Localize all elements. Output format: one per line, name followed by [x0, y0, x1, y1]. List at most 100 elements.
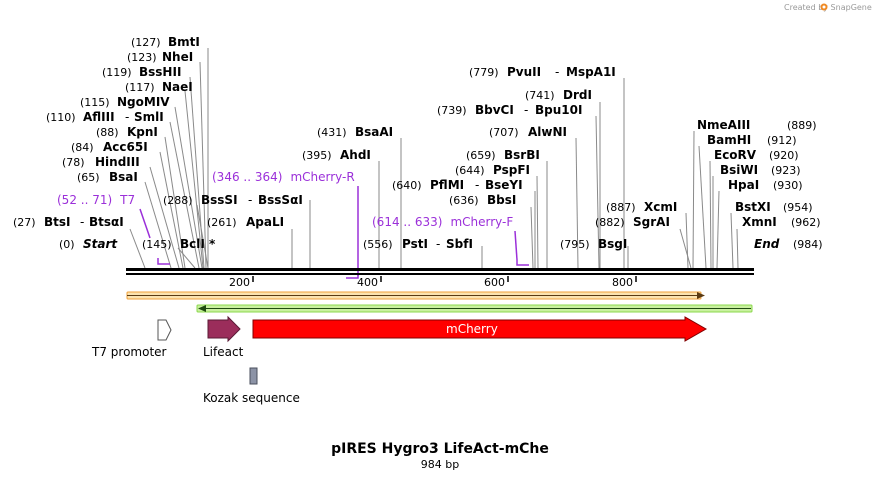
- site-pos: (640): [392, 179, 422, 192]
- site-label: AhdI: [340, 148, 371, 162]
- site-label: ApaLI: [246, 215, 284, 229]
- site-pos: (707): [489, 126, 519, 139]
- site-pos: (145): [142, 238, 172, 251]
- site-label: HindIII: [95, 155, 140, 169]
- site-label: AlwNI: [528, 125, 567, 139]
- credit-text: Created by SnapGene: [784, 3, 872, 12]
- site-label: MspA1I: [566, 65, 616, 79]
- site-pos: (127): [131, 36, 161, 49]
- site-label: BsaI: [109, 170, 138, 184]
- svg-text:-: -: [125, 110, 129, 124]
- svg-text:-: -: [80, 215, 84, 229]
- site-pos: (115): [80, 96, 110, 109]
- mcherry-arrow[interactable]: [252, 316, 708, 342]
- site-pos: (288): [163, 194, 193, 207]
- snapgene-logo-icon: [820, 3, 828, 11]
- site-label: NaeI: [162, 80, 193, 94]
- backbone-bottom-strand: [126, 273, 754, 275]
- start-label: Start: [83, 237, 118, 251]
- start-pos: (0): [59, 238, 75, 251]
- site-label: BtsαI: [89, 215, 124, 229]
- site-pos: (741): [525, 89, 555, 102]
- lifeact-label: Lifeact: [203, 345, 244, 359]
- site-label: PflMI: [430, 178, 464, 192]
- site-label: SgrAI: [633, 215, 670, 229]
- site-label: PvuII: [507, 65, 541, 79]
- site-label: BsrBI: [504, 148, 540, 162]
- mcherry-label: mCherry: [446, 322, 498, 336]
- lifeact-arrow[interactable]: [207, 315, 241, 343]
- svg-text:-: -: [436, 237, 440, 251]
- site-pos: (123): [127, 51, 157, 64]
- svg-text:-: -: [475, 178, 479, 192]
- kozak-label: Kozak sequence: [203, 391, 300, 405]
- site-pos: (962): [791, 216, 821, 229]
- site-label: NgoMIV: [117, 95, 170, 109]
- site-label: AflIII: [83, 110, 115, 124]
- site-pos: (636): [449, 194, 479, 207]
- t7-promoter-arrow[interactable]: [157, 319, 172, 341]
- site-pos: (795): [560, 238, 590, 251]
- site-pos: (65): [77, 171, 100, 184]
- ruler: [252, 276, 637, 282]
- site-label: BmtI: [168, 35, 200, 49]
- site-pos: (882): [595, 216, 625, 229]
- end-label: End: [754, 237, 780, 251]
- site-pos: (889): [787, 119, 817, 132]
- ruler-tick-label: 200: [229, 276, 250, 289]
- site-pos: (923): [771, 164, 801, 177]
- primer-label: (614 .. 633)mCherry-F: [372, 215, 513, 229]
- site-label: BssSI: [201, 193, 238, 207]
- map-title: pIRES Hygro3 LifeAct-mChe: [331, 441, 549, 457]
- backbone-top-strand: [126, 268, 754, 271]
- site-label: BseYI: [485, 178, 523, 192]
- site-lines: [129, 48, 739, 269]
- site-pos: (739): [437, 104, 467, 117]
- site-label: NmeAIII: [697, 118, 750, 132]
- site-pos: (912): [767, 134, 797, 147]
- site-pos: (110): [46, 111, 76, 124]
- site-label: KpnI: [127, 125, 158, 139]
- site-label: Acc65I: [103, 140, 148, 154]
- ruler-tick-label: 400: [357, 276, 378, 289]
- site-label: BsgI: [598, 237, 627, 251]
- site-pos: (779): [469, 66, 499, 79]
- kozak-block[interactable]: [249, 367, 258, 385]
- site-pos: (431): [317, 126, 347, 139]
- orf-reverse[interactable]: [196, 304, 753, 313]
- site-label: BbvCI: [475, 103, 514, 117]
- site-pos: (261): [207, 216, 237, 229]
- site-label: XmnI: [742, 215, 777, 229]
- site-pos: (27): [13, 216, 36, 229]
- site-pos: (88): [96, 126, 119, 139]
- site-pos: (395): [302, 149, 332, 162]
- site-pos: (659): [466, 149, 496, 162]
- site-label: Bpu10I: [535, 103, 582, 117]
- site-label: BsiWI: [720, 163, 758, 177]
- site-pos: (84): [71, 141, 94, 154]
- site-label: DrdI: [563, 88, 592, 102]
- primer-label: (52 .. 71)T7: [57, 193, 135, 207]
- site-label: XcmI: [644, 200, 677, 214]
- site-pos: (556): [363, 238, 393, 251]
- orf-forward[interactable]: [126, 291, 705, 300]
- site-label: BtsI: [44, 215, 71, 229]
- site-label: HpaI: [728, 178, 759, 192]
- site-pos: (117): [125, 81, 155, 94]
- map-length: 984 bp: [421, 458, 459, 471]
- site-label: BsaAI: [355, 125, 393, 139]
- site-label: SmlI: [134, 110, 164, 124]
- site-pos: (920): [769, 149, 799, 162]
- site-label: BamHI: [707, 133, 751, 147]
- svg-text:-: -: [555, 65, 559, 79]
- svg-text:-: -: [524, 103, 528, 117]
- site-pos: (644): [455, 164, 485, 177]
- site-label: SbfI: [446, 237, 473, 251]
- site-pos: (954): [783, 201, 813, 214]
- primer-label: (346 .. 364)mCherry-R: [212, 170, 355, 184]
- site-pos: (930): [773, 179, 803, 192]
- site-pos: (78): [62, 156, 85, 169]
- svg-text:-: -: [248, 193, 252, 207]
- ruler-tick-label: 800: [612, 276, 633, 289]
